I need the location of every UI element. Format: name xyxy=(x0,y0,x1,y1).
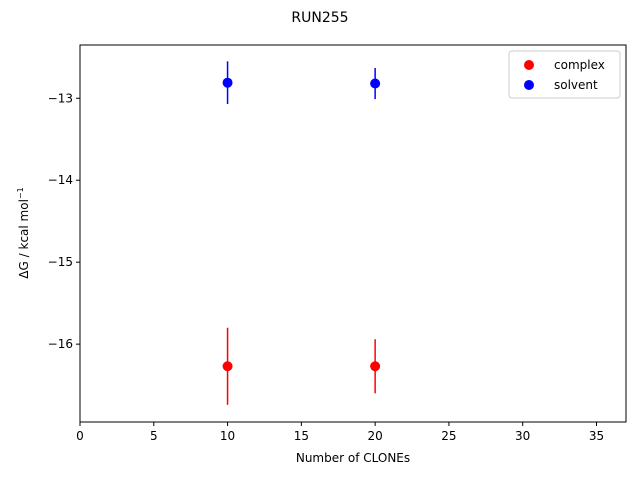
x-axis-label: Number of CLONEs xyxy=(296,451,410,465)
legend-marker-complex xyxy=(524,60,534,70)
legend-label-solvent: solvent xyxy=(554,78,598,92)
y-axis-label-exponent: −1 xyxy=(16,187,25,199)
y-axis-label: ΔG / kcal mol−1 xyxy=(16,187,31,278)
x-tick-label: 0 xyxy=(76,429,84,443)
plot-frame xyxy=(79,44,627,423)
data-point-complex xyxy=(222,361,233,372)
legend-label-complex: complex xyxy=(554,58,605,72)
x-tick-label: 25 xyxy=(441,429,456,443)
plot-area xyxy=(222,61,381,405)
y-tick-label: −14 xyxy=(48,173,73,187)
x-tick-label: 20 xyxy=(367,429,382,443)
x-tick-label: 5 xyxy=(150,429,158,443)
x-tick-label: 30 xyxy=(515,429,530,443)
x-tick-label: 15 xyxy=(294,429,309,443)
legend-box xyxy=(508,50,621,99)
x-axis-ticks: 0 5 10 15 20 25 30 35 xyxy=(76,422,604,443)
legend-marker-solvent xyxy=(524,80,534,90)
y-axis-label-main: ΔG / kcal mol xyxy=(17,199,31,279)
data-point-solvent xyxy=(370,78,381,89)
y-tick-label: −13 xyxy=(48,91,73,105)
y-tick-label: −15 xyxy=(48,255,73,269)
x-tick-label: 10 xyxy=(220,429,235,443)
data-point-solvent xyxy=(222,77,233,88)
y-tick-label: −16 xyxy=(48,337,73,351)
x-tick-label: 35 xyxy=(589,429,604,443)
data-point-complex xyxy=(370,361,381,372)
y-axis-ticks: −13 −14 −15 −16 xyxy=(48,91,80,351)
chart-title: RUN255 xyxy=(291,10,348,26)
legend: complex solvent xyxy=(508,50,621,99)
